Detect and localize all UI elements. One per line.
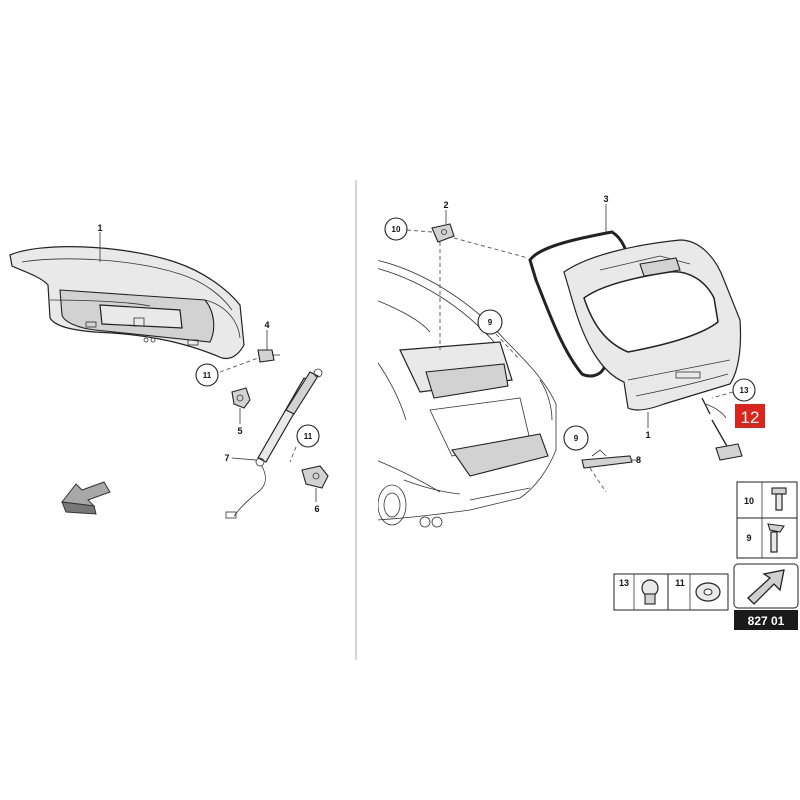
callout-10: 10: [392, 225, 401, 234]
part-5-latch: [231, 387, 251, 409]
part-7-gas-strut: [225, 368, 323, 519]
circle-11b: [296, 424, 320, 448]
callout-9b: 9: [574, 434, 579, 443]
highlight-badge-12: [735, 404, 765, 428]
part-2-striker: [431, 223, 455, 243]
vehicle-body-outline: [375, 259, 557, 528]
legend-box-11: 11: [667, 573, 729, 611]
circle-10: [384, 217, 408, 241]
bolt-9-icon: [767, 523, 785, 553]
liftgate-inner-trim-panel: [9, 246, 245, 360]
dash-10: [406, 229, 433, 233]
callout-11a: 11: [203, 371, 212, 380]
diagram-code-box: [734, 610, 798, 630]
dash-11b: [289, 446, 297, 463]
circle-11a: [195, 363, 219, 387]
callout-1-left: 1: [97, 223, 102, 233]
leader-7: [231, 457, 257, 461]
callout-5: 5: [237, 426, 242, 436]
legend-box-13: 13: [613, 573, 669, 611]
diagram-code: 827 01: [748, 614, 785, 628]
washer-11-icon: [695, 582, 721, 602]
dash-9a: [495, 333, 521, 361]
circle-13: [732, 378, 756, 402]
legend-box-10: 10: [736, 481, 798, 519]
callout-13: 13: [740, 386, 749, 395]
legend-box-9: 9: [736, 517, 798, 559]
callout-7: 7: [224, 453, 229, 463]
callout-3: 3: [603, 194, 608, 204]
callout-11b: 11: [304, 432, 313, 441]
direction-arrow-icon: [747, 569, 785, 605]
circle-9a: [477, 309, 503, 335]
circle-9b: [563, 425, 589, 451]
callout-2: 2: [443, 200, 448, 210]
dash-11a: [219, 357, 259, 373]
part-4-bracket: [257, 349, 280, 363]
callout-1-right: 1: [645, 430, 650, 440]
part-1-tailgate: [563, 239, 742, 411]
callout-6: 6: [314, 504, 319, 514]
dash-13: [711, 391, 734, 399]
dash-2-right: [453, 237, 529, 259]
legend-label-13: 13: [619, 578, 629, 588]
orientation-arrow-icon: [61, 481, 111, 515]
part-8-handle: [581, 449, 633, 469]
part-12-switch: [701, 397, 743, 461]
legend-label-9: 9: [746, 533, 751, 543]
callout-4: 4: [264, 320, 269, 330]
legend-label-11: 11: [675, 578, 685, 588]
callout-12: 12: [741, 408, 760, 427]
orientation-box: [733, 563, 799, 609]
clip-13-icon: [641, 579, 659, 605]
dash-8: [589, 467, 607, 493]
callout-8: 8: [636, 455, 641, 465]
callout-9a: 9: [488, 318, 493, 327]
bolt-10-icon: [771, 487, 787, 511]
legend-label-10: 10: [744, 496, 754, 506]
part-6-hinge: [301, 465, 329, 489]
